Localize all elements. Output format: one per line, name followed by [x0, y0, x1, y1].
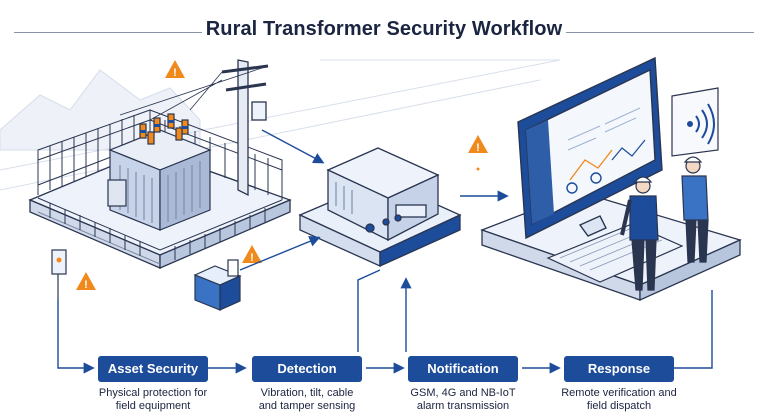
desc-line: and tamper sensing	[258, 400, 356, 412]
svg-text:!: !	[250, 252, 254, 264]
desc-line: Physical protection for	[98, 387, 208, 399]
svg-text:!: !	[84, 279, 88, 291]
step-notification: Notification	[408, 356, 518, 382]
step-detection: Detection	[252, 356, 362, 382]
step-desc-notification: GSM, 4G and NB-IoT alarm transmission	[388, 387, 538, 413]
gateway-device-icon	[298, 147, 462, 268]
page-title: Rural Transformer Security Workflow	[205, 18, 563, 40]
title-rule-left	[14, 32, 202, 33]
warning-icon: !	[242, 245, 262, 264]
warning-icon: !	[165, 60, 185, 79]
post-sensor-icon	[51, 249, 67, 300]
desc-line: GSM, 4G and NB-IoT	[410, 387, 516, 399]
step-desc-asset-security: Physical protection for field equipment	[78, 387, 228, 413]
desc-line: Remote verification and	[561, 387, 677, 399]
svg-text:!: !	[173, 67, 177, 79]
warning-icon: !	[468, 135, 488, 171]
step-desc-response: Remote verification and field dispatch	[544, 387, 694, 413]
desc-line: Vibration, tilt, cable	[260, 387, 354, 399]
warning-icon: !	[76, 272, 96, 291]
step-response: Response	[564, 356, 674, 382]
sensor-box-icon	[193, 259, 242, 311]
field-worker-icon	[620, 176, 659, 291]
monitor-icon	[517, 56, 663, 240]
desc-line: field dispatch	[586, 400, 652, 412]
transformer-icon	[107, 113, 212, 231]
step-asset-security: Asset Security	[98, 356, 208, 382]
desc-line: alarm transmission	[416, 400, 510, 412]
field-worker-icon	[681, 156, 709, 263]
step-desc-detection: Vibration, tilt, cable and tamper sensin…	[232, 387, 382, 413]
desc-line: field equipment	[115, 400, 191, 412]
title-rule-right	[566, 32, 754, 33]
utility-pole-icon	[119, 59, 269, 197]
svg-text:!: !	[476, 142, 480, 154]
flow-connectors	[57, 129, 713, 374]
wifi-signal-icon	[671, 87, 719, 157]
